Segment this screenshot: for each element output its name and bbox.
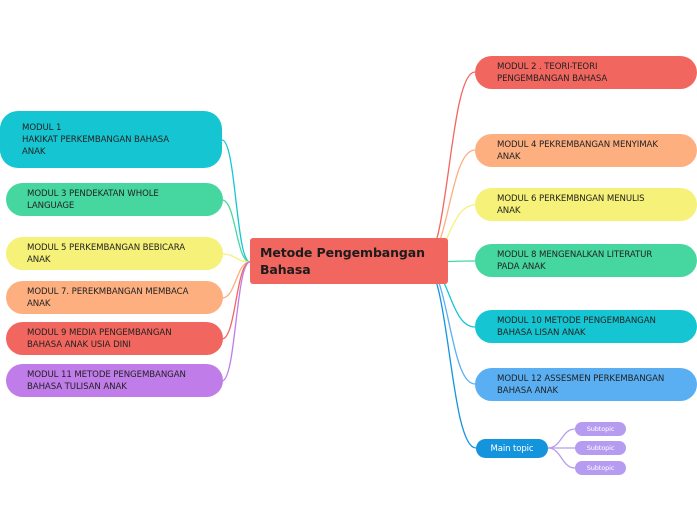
connector-left bbox=[221, 253, 251, 263]
topic-modul-12[interactable]: MODUL 12 ASSESMEN PERKEMBANGAN BAHASA AN… bbox=[475, 368, 697, 401]
topic-modul-10[interactable]: MODUL 10 METODE PENGEMBANGAN BAHASA LISA… bbox=[475, 310, 697, 343]
topic-modul-9[interactable]: MODUL 9 MEDIA PENGEMBANGAN BAHASA ANAK U… bbox=[6, 322, 223, 355]
connector-left bbox=[221, 261, 251, 382]
connector-subtopic bbox=[547, 428, 576, 449]
connector-left bbox=[221, 261, 251, 340]
subtopic-node[interactable]: Subtopic bbox=[575, 422, 626, 436]
subtopic-node[interactable]: Subtopic bbox=[575, 461, 626, 475]
topic-modul-3[interactable]: MODUL 3 PENDEKATAN WHOLE LANGUAGE bbox=[6, 183, 223, 216]
topic-modul-8[interactable]: MODUL 8 MENGENALKAN LITERATUR PADA ANAK bbox=[475, 244, 697, 277]
connector-main-topic bbox=[422, 261, 477, 449]
topic-modul-7[interactable]: MODUL 7. PEREKMBANGAN MEMBACA ANAK bbox=[6, 281, 223, 314]
main-topic-node[interactable]: Main topic bbox=[476, 439, 548, 458]
topic-modul-2[interactable]: MODUL 2 . TEORI-TEORI PENGEMBANGAN BAHAS… bbox=[475, 56, 697, 89]
central-topic[interactable]: Metode Pengembangan Bahasa bbox=[250, 238, 448, 284]
topic-modul-11[interactable]: MODUL 11 METODE PENGEMBANGAN BAHASA TULI… bbox=[6, 364, 223, 397]
topic-modul-1[interactable]: MODUL 1 HAKIKAT PERKEMBANGAN BAHASA ANAK bbox=[0, 111, 222, 168]
connector-left bbox=[221, 199, 251, 263]
subtopic-node[interactable]: Subtopic bbox=[575, 441, 626, 455]
topic-modul-6[interactable]: MODUL 6 PERKEMBNGAN MENULIS ANAK bbox=[475, 188, 697, 221]
topic-modul-4[interactable]: MODUL 4 PEKREMBANGAN MENYIMAK ANAK bbox=[475, 134, 697, 167]
connector-left bbox=[221, 139, 251, 263]
connector-subtopic bbox=[547, 447, 576, 469]
topic-modul-5[interactable]: MODUL 5 PERKEMBANGAN BEBICARA ANAK bbox=[6, 237, 223, 270]
